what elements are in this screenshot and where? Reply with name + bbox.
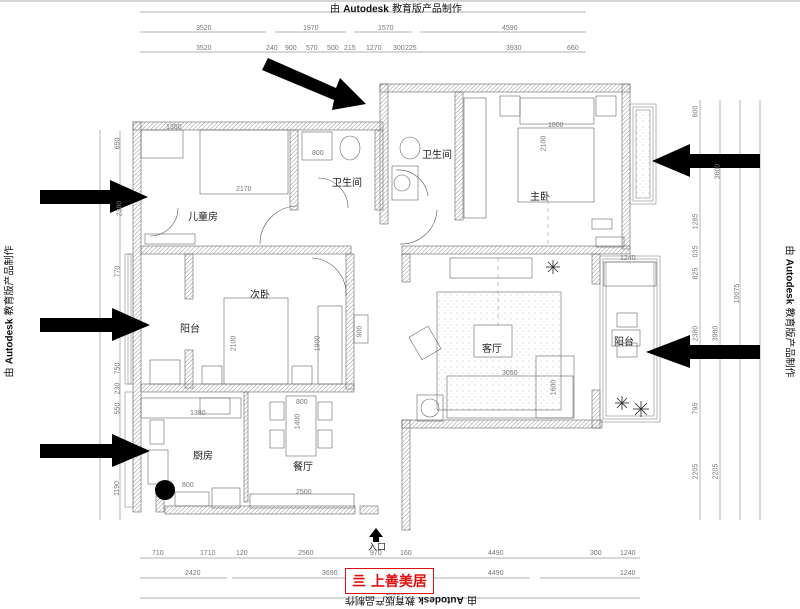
room-label-bathroom-1: 卫生间 — [332, 178, 362, 189]
room-label-balcony-right: 阳台 — [614, 337, 634, 348]
dim-label: 3520 — [196, 45, 212, 52]
dim-label: 2170 — [236, 186, 252, 193]
dim-label: 3600 — [714, 163, 722, 180]
dim-label: 800 — [312, 150, 324, 157]
watermark-bottom: 由 Autodesk 教育版产品制作 — [345, 594, 477, 605]
watermark-right: 由 Autodesk 教育版产品制作 — [783, 245, 795, 378]
dim-label: 4490 — [488, 570, 504, 577]
dim-label: 600 — [692, 105, 700, 118]
room-label-bathroom-2: 卫生间 — [422, 150, 452, 161]
dim-label: 1285 — [692, 213, 700, 230]
room-label-kids-room: 儿童房 — [188, 212, 218, 223]
dim-label: 1970 — [303, 25, 319, 32]
dim-label: 4490 — [488, 550, 504, 557]
dim-label: 825 — [692, 267, 700, 280]
dim-label: 215 — [344, 45, 356, 52]
dim-label: 1270 — [366, 45, 382, 52]
dim-label: 2205 — [712, 463, 720, 480]
balcony-rails — [124, 103, 661, 508]
dim-label: 500 — [327, 45, 339, 52]
dim-label: 3520 — [196, 25, 212, 32]
dim-label: 970 — [370, 550, 382, 557]
dim-label: 650 — [114, 137, 122, 150]
dim-label: 1570 — [378, 25, 394, 32]
dim-label: 3690 — [322, 570, 338, 577]
entrance-label: 入口 — [368, 543, 387, 553]
watermark-top: 由 Autodesk 教育版产品制作 — [330, 4, 462, 15]
room-label-master-bedroom: 主卧 — [530, 192, 550, 203]
dim-label: 035 — [692, 245, 700, 258]
dim-label: 1350 — [166, 124, 182, 131]
dim-label: 900 — [285, 45, 297, 52]
logo-text: 上善美居 — [370, 574, 427, 590]
indicator-arrows — [40, 58, 760, 542]
room-label-dining-room: 餐厅 — [293, 462, 313, 473]
dim-label: 1240 — [620, 255, 636, 262]
walls — [132, 83, 631, 531]
dim-label: 1190 — [114, 480, 122, 497]
logo-icon: 亖 — [352, 574, 371, 590]
dim-label: 2380 — [692, 325, 700, 342]
dim-label: 750 — [114, 362, 122, 375]
dim-label: 2205 — [692, 463, 700, 480]
dim-label: 570 — [306, 45, 318, 52]
doors — [149, 169, 438, 297]
dim-label: 2100 — [540, 135, 548, 152]
furniture — [140, 95, 657, 509]
dim-label: 1240 — [620, 570, 636, 577]
room-label-balcony-left: 阳台 — [180, 324, 200, 335]
dim-label: 800 — [182, 482, 194, 489]
dim-label: 1800 — [548, 122, 564, 129]
dim-label: 900 — [356, 325, 364, 338]
dim-label: 2500 — [296, 489, 312, 496]
dim-label: 120 — [236, 550, 248, 557]
dim-label: 2420 — [185, 570, 201, 577]
dashed-guides — [497, 200, 549, 330]
dim-label: 230 — [114, 382, 122, 395]
dim-label: 3930 — [506, 45, 522, 52]
plants — [546, 260, 649, 417]
dim-label: 300 — [590, 550, 602, 557]
dim-label: 10075 — [734, 283, 742, 304]
dim-label: 300 — [393, 45, 405, 52]
dim-label: 3980 — [712, 325, 720, 342]
room-label-kitchen: 厨房 — [193, 451, 213, 462]
dim-label: 2100 — [230, 335, 238, 352]
dim-label: 1710 — [200, 550, 216, 557]
dim-label: 2560 — [298, 550, 314, 557]
dim-label: 1900 — [314, 335, 322, 352]
dim-label: 550 — [114, 402, 122, 415]
room-label-living-room: 客厅 — [482, 344, 502, 355]
dim-label: 710 — [152, 550, 164, 557]
top-dimension-lines — [140, 11, 586, 53]
dim-label: 770 — [114, 265, 122, 278]
dim-label: 4590 — [502, 25, 518, 32]
watermark-left: 由 Autodesk 教育版产品制作 — [4, 245, 16, 378]
dim-label: 2380 — [116, 200, 124, 217]
dim-label: 225 — [405, 45, 417, 52]
dim-label: 1240 — [620, 550, 636, 557]
dim-label: 660 — [567, 45, 579, 52]
dim-label: 795 — [692, 402, 700, 415]
room-label-second-bedroom: 次卧 — [250, 290, 270, 301]
dim-label: 3050 — [502, 370, 518, 377]
dim-label: 1400 — [294, 413, 302, 430]
dim-label: 1600 — [550, 379, 558, 396]
brand-logo: 亖 上善美居 — [345, 568, 434, 594]
dim-label: 160 — [400, 550, 412, 557]
dim-label: 800 — [296, 399, 308, 406]
dim-label: 1380 — [190, 410, 206, 417]
dim-label: 240 — [266, 45, 278, 52]
kitchen-marker-dot — [155, 480, 175, 500]
right-dimension-lines — [699, 100, 761, 520]
